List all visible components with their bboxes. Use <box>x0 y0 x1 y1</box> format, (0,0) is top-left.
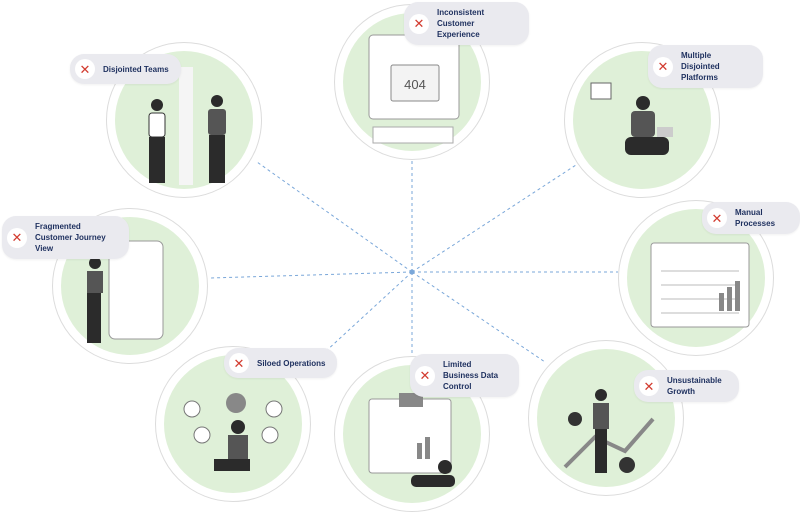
badge-label: Multiple Disjointed Platforms <box>681 51 720 82</box>
x-icon: ✕ <box>707 208 727 228</box>
x-icon: ✕ <box>639 376 659 396</box>
badge-label: Unsustainable Growth <box>667 376 722 396</box>
badge-label: Manual Processes <box>735 208 776 228</box>
spreadsheet-illustration <box>650 242 750 328</box>
x-icon: ✕ <box>75 59 95 79</box>
badge-fragmented-journey: ✕ Fragmented Customer Journey View <box>2 216 129 259</box>
connector-teams <box>256 161 413 273</box>
badge-disjointed-teams: ✕ Disjointed Teams <box>70 54 181 84</box>
data-control-illustration <box>368 393 455 487</box>
badge-label: Limited Business Data Control <box>443 360 499 391</box>
x-icon: ✕ <box>653 56 673 77</box>
node-unsustainable-growth <box>528 340 684 496</box>
badge-unsustainable-growth: ✕ Unsustainable Growth <box>634 370 739 402</box>
badge-label: Disjointed Teams <box>103 64 169 74</box>
x-icon: ✕ <box>415 365 435 386</box>
badge-multiple-platforms: ✕ Multiple Disjointed Platforms <box>648 45 763 88</box>
node-disjointed-teams <box>106 42 262 198</box>
phone-illustration <box>87 240 164 343</box>
hub-point <box>409 269 415 275</box>
badge-manual-processes: ✕ Manual Processes <box>702 202 800 234</box>
badge-siloed-operations: ✕ Siloed Operations <box>224 348 338 378</box>
silo-illustration <box>183 393 283 471</box>
badge-label: Siloed Operations <box>257 358 326 368</box>
person-laptop-illustration <box>590 82 673 155</box>
growth-illustration <box>563 389 655 473</box>
people-illustration <box>148 67 226 185</box>
badge-limited-data-control: ✕ Limited Business Data Control <box>410 354 519 397</box>
error-code-text: 404 <box>404 77 426 92</box>
connector-journey <box>209 271 413 279</box>
connector-platforms <box>411 164 577 273</box>
connector-growth <box>411 271 546 363</box>
badge-label: Fragmented Customer Journey View <box>35 222 106 253</box>
badge-label: Inconsistent Customer Experience <box>437 8 485 39</box>
x-icon: ✕ <box>7 227 27 248</box>
x-icon: ✕ <box>409 13 429 34</box>
x-icon: ✕ <box>229 353 249 373</box>
badge-inconsistent-experience: ✕ Inconsistent Customer Experience <box>404 2 529 45</box>
